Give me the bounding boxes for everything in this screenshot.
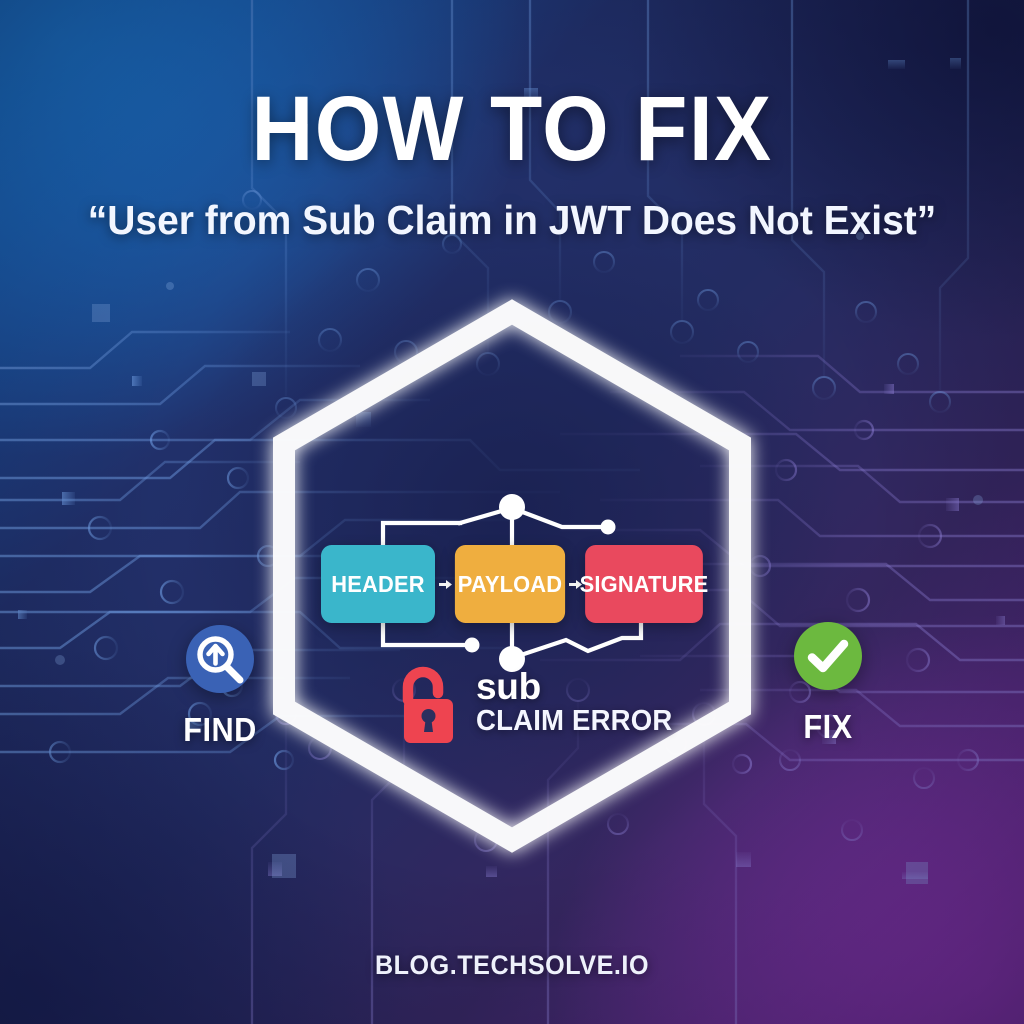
find-badge-circle xyxy=(186,625,254,693)
badge-find: FIND xyxy=(140,625,300,749)
jwt-arrow-header-to-payload xyxy=(438,578,452,591)
fix-badge-circle xyxy=(794,622,862,690)
jwt-payload-label: PAYLOAD xyxy=(457,570,563,597)
magnifier-up-arrow-icon xyxy=(197,636,244,684)
badge-fix: FIX xyxy=(748,622,908,746)
jwt-payload-box: PAYLOAD xyxy=(454,545,566,623)
page-subtitle: “User from Sub Claim in JWT Does Not Exi… xyxy=(87,197,937,243)
find-badge-label: FIND xyxy=(183,711,257,748)
open-padlock-icon xyxy=(396,666,462,744)
claim-name: sub xyxy=(476,666,541,708)
jwt-header-box: HEADER xyxy=(321,545,435,623)
page-title: HOW TO FIX xyxy=(251,78,773,180)
jwt-signature-label: SIGNATURE xyxy=(579,570,709,597)
jwt-structure-diagram: HEADER PAYLOAD SIGNATURE xyxy=(318,545,708,623)
footer-url: BLOG.TECHSOLVE.IO xyxy=(374,950,650,980)
fix-badge-label: FIX xyxy=(803,708,853,745)
sub-claim-error-text: sub CLAIM ERROR xyxy=(476,668,683,741)
check-circle-icon xyxy=(807,639,849,673)
jwt-header-label: HEADER xyxy=(331,570,425,597)
sub-claim-error-group: sub CLAIM ERROR xyxy=(396,666,683,744)
jwt-signature-box: SIGNATURE xyxy=(580,545,708,623)
claim-status: CLAIM ERROR xyxy=(476,705,673,738)
jwt-arrow-payload-to-signature xyxy=(568,578,582,591)
